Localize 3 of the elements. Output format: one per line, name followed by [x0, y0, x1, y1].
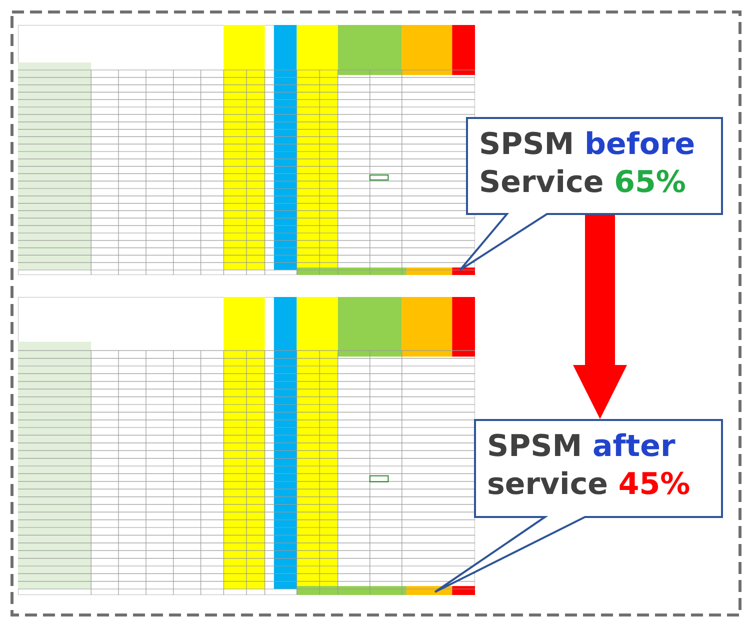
callout-text: SPSM after service 45%: [487, 428, 692, 504]
callout-text: SPSM before Service 65%: [479, 126, 696, 202]
arrow: [573, 215, 627, 419]
